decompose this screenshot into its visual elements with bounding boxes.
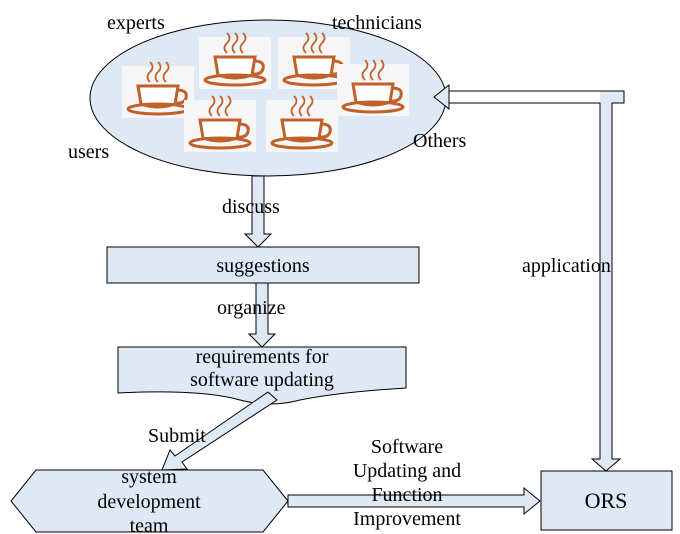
coffee-cup-icon xyxy=(264,94,340,154)
dev-team-label-line1: system xyxy=(121,466,177,488)
label-others: Others xyxy=(413,130,467,152)
application-arrow xyxy=(449,91,624,471)
dev-team-label-line3: team xyxy=(130,515,169,534)
coffee-cup-icon xyxy=(182,94,258,154)
dev-team-label-line2: development xyxy=(97,491,201,513)
suggestions-label: suggestions xyxy=(216,255,310,277)
coffee-cup-icon xyxy=(197,31,273,91)
ors-label: ORS xyxy=(585,488,628,513)
edge-label-application: application xyxy=(522,255,611,277)
application-arrow-outline xyxy=(449,90,625,472)
edge-label-improvement-line3: Function xyxy=(371,484,442,506)
discuss-arrow xyxy=(243,175,273,248)
edge-label-improvement-line4: Improvement xyxy=(353,508,461,530)
edge-label-improvement-line1: Software xyxy=(371,436,443,458)
ors-box xyxy=(540,470,673,531)
organize-arrow xyxy=(247,282,277,348)
requirements-label-line1: requirements for xyxy=(196,346,329,368)
label-technicians: technicians xyxy=(332,12,422,34)
label-experts: experts xyxy=(107,12,165,34)
requirements-label-line2: software updating xyxy=(190,369,334,391)
dev-team-node xyxy=(10,469,289,533)
edge-label-organize: organize xyxy=(217,297,286,319)
improvement-arrow xyxy=(287,486,541,516)
suggestions-box xyxy=(106,246,420,284)
application-arrowhead xyxy=(433,83,450,111)
edge-label-improvement-line2: Updating and xyxy=(353,460,461,482)
edge-label-discuss: discuss xyxy=(222,196,280,218)
coffee-cup-icon xyxy=(120,60,196,120)
label-users: users xyxy=(68,141,109,163)
edge-label-submit: Submit xyxy=(148,425,206,447)
coffee-cup-icon xyxy=(335,58,411,118)
